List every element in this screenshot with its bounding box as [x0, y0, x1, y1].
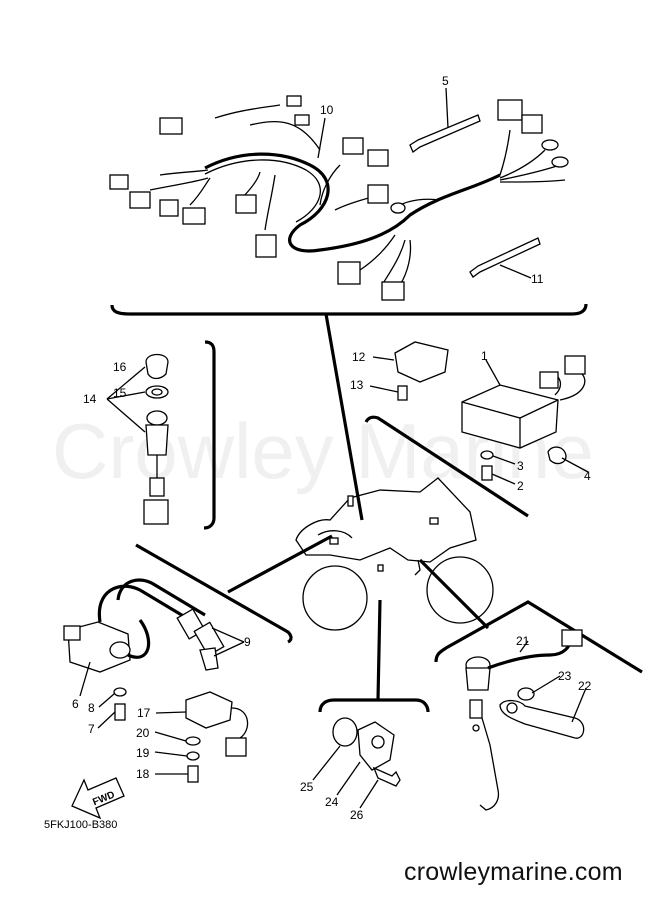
spark-plug-lead-part-9[interactable]: [97, 578, 225, 671]
callout-6: 6: [72, 697, 79, 711]
callout-11: 11: [531, 272, 544, 286]
callout-3: 3: [517, 459, 524, 473]
callout-13: 13: [350, 378, 364, 392]
washer-part-19[interactable]: [186, 751, 200, 761]
key-cap-part-16[interactable]: [145, 353, 169, 380]
coil-pointer-line: [227, 534, 333, 594]
callout-17: 17: [137, 706, 151, 720]
callout-23: 23: [558, 669, 572, 683]
bolt-part-18[interactable]: [187, 765, 199, 783]
bolt-part-13[interactable]: [397, 385, 408, 401]
callout-20: 20: [136, 726, 150, 740]
callout-4: 4: [584, 469, 591, 483]
main-switch-bracket: [203, 340, 216, 530]
switch-group-bracket: [434, 600, 643, 674]
callout-15: 15: [113, 386, 127, 400]
relay-part-17[interactable]: [185, 691, 249, 757]
callout-1: 1: [481, 349, 488, 363]
neutral-switch-part-21[interactable]: [465, 629, 583, 811]
callout-12: 12: [352, 350, 366, 364]
callout-22: 22: [578, 679, 592, 693]
bracket-part-12[interactable]: [394, 341, 449, 383]
main-switch-part-14[interactable]: [143, 410, 169, 525]
callout-5: 5: [442, 74, 449, 88]
callout-24: 24: [325, 795, 339, 809]
coil-group-bracket: [135, 543, 293, 644]
sensor-part-24[interactable]: [357, 721, 395, 771]
speed-sensor-pointer: [376, 599, 382, 701]
nut-part-15[interactable]: [145, 385, 169, 399]
wire-harness-part-10[interactable]: [109, 95, 569, 301]
washer-part-20[interactable]: [185, 736, 201, 746]
washer-part-8[interactable]: [113, 687, 127, 697]
lever-part-22[interactable]: [499, 699, 585, 739]
switch-pointer-line: [418, 558, 490, 630]
cable-tie-part-11[interactable]: [469, 237, 541, 278]
cover-part-25[interactable]: [332, 717, 358, 747]
callout-10: 10: [320, 103, 334, 117]
callout-14: 14: [83, 392, 97, 406]
callout-25: 25: [300, 780, 314, 794]
harness-group-bracket: [110, 303, 588, 316]
screw-part-26[interactable]: [372, 766, 401, 787]
callout-8: 8: [88, 701, 95, 715]
callout-9: 9: [244, 635, 251, 649]
callout-26: 26: [350, 808, 364, 822]
callout-21: 21: [516, 634, 530, 648]
callout-16: 16: [113, 360, 127, 374]
callout-2: 2: [517, 479, 524, 493]
nut-part-23[interactable]: [517, 687, 535, 701]
diagram-code: 5FKJ100-B380: [44, 819, 118, 831]
bolt-part-7[interactable]: [114, 703, 126, 721]
cdi-group-bracket: [364, 415, 529, 518]
speed-sensor-bracket: [318, 698, 430, 713]
callout-19: 19: [136, 746, 150, 760]
callout-18: 18: [136, 767, 150, 781]
cable-tie-part-5[interactable]: [409, 114, 481, 153]
forward-direction-arrow: FWD: [71, 777, 125, 820]
vehicle-silhouette: [295, 477, 494, 631]
washer-part-3[interactable]: [480, 450, 494, 460]
callout-7: 7: [88, 722, 95, 736]
harness-pointer-line: [324, 313, 364, 521]
bolt-part-2[interactable]: [481, 465, 493, 481]
footer-site-link[interactable]: crowleymarine.com: [404, 858, 623, 886]
cdi-unit-part-1[interactable]: [461, 355, 586, 449]
ignition-coil-part-6[interactable]: [63, 621, 131, 673]
clip-part-4[interactable]: [547, 446, 567, 465]
